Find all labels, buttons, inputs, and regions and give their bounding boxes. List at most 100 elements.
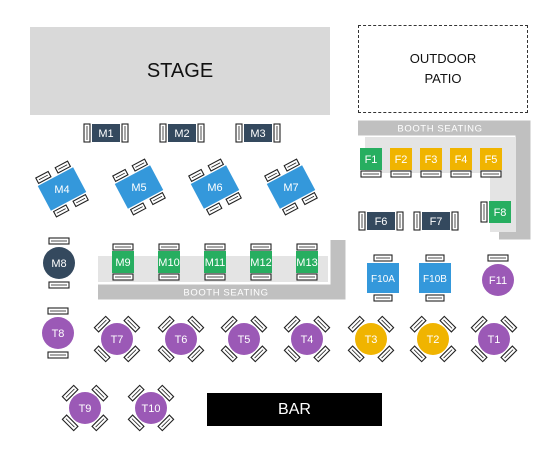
table-label: M3 <box>250 128 265 140</box>
table-top <box>417 323 449 355</box>
chair-rotated <box>61 384 79 402</box>
table-t6[interactable]: T6 <box>157 315 205 363</box>
chair-line <box>351 319 361 329</box>
table-top <box>266 165 316 209</box>
chair-line <box>381 349 391 359</box>
table-m9[interactable]: M9 <box>112 243 134 281</box>
table-f10b[interactable]: F10B <box>419 254 451 302</box>
booth-seating: BOOTH SEATING <box>98 240 346 300</box>
table-m2[interactable]: M2 <box>159 123 205 143</box>
chair-line <box>127 349 137 359</box>
table-top <box>168 124 196 142</box>
table-label: M9 <box>115 257 130 269</box>
chair-rotated <box>127 384 145 402</box>
chair-line <box>161 388 171 398</box>
table-m11[interactable]: M11 <box>204 243 226 281</box>
table-m6[interactable]: M6 <box>187 158 243 216</box>
chair-rotated <box>187 345 205 363</box>
chair-line <box>287 319 297 329</box>
table-top <box>478 323 510 355</box>
table-t7[interactable]: T7 <box>93 315 141 363</box>
table-top <box>360 148 382 170</box>
table-m5[interactable]: M5 <box>111 158 167 216</box>
table-m1[interactable]: M1 <box>83 123 129 143</box>
chair-rotated <box>439 345 457 363</box>
table-label: F5 <box>485 154 498 166</box>
table-m12[interactable]: M12 <box>250 243 272 281</box>
table-top <box>37 167 87 211</box>
table-t10[interactable]: T10 <box>127 384 175 432</box>
chair-line <box>317 319 327 329</box>
chair-rotated <box>157 345 175 363</box>
chair-rotated <box>220 315 238 333</box>
table-rotated <box>35 160 89 218</box>
patio-label: OUTDOOR PATIO <box>409 50 477 86</box>
table-m10[interactable]: M10 <box>158 243 180 281</box>
table-label: F6 <box>375 216 388 228</box>
table-f3[interactable]: F3 <box>420 148 442 178</box>
table-label: M2 <box>174 128 189 140</box>
chair-rotated <box>347 315 365 333</box>
table-f7[interactable]: F7 <box>413 211 459 231</box>
table-label: T6 <box>175 334 188 346</box>
table-f11[interactable]: F11 <box>482 254 514 296</box>
table-label: T3 <box>365 334 378 346</box>
table-t2[interactable]: T2 <box>409 315 457 363</box>
table-top <box>101 323 133 355</box>
chair-rotated <box>157 414 175 432</box>
chair-rotated <box>283 345 301 363</box>
table-f6[interactable]: F6 <box>358 211 404 231</box>
table-label: M7 <box>283 182 298 194</box>
chair-line <box>443 349 453 359</box>
table-t5[interactable]: T5 <box>220 315 268 363</box>
table-t9[interactable]: T9 <box>61 384 109 432</box>
table-t4[interactable]: T4 <box>283 315 331 363</box>
chair-line <box>267 172 277 179</box>
table-m7[interactable]: M7 <box>263 158 319 216</box>
chair-rotated <box>93 315 111 333</box>
stage: STAGE <box>30 27 330 115</box>
table-f5[interactable]: F5 <box>480 148 502 178</box>
table-f1[interactable]: F1 <box>360 148 382 178</box>
table-f4[interactable]: F4 <box>450 148 472 178</box>
table-m13[interactable]: M13 <box>296 243 318 281</box>
chair-rotated <box>157 384 175 402</box>
table-f2[interactable]: F2 <box>390 148 412 178</box>
table-top <box>482 264 514 296</box>
table-top <box>42 317 74 349</box>
table-t8[interactable]: T8 <box>42 307 74 359</box>
chair-line <box>504 349 514 359</box>
table-m8[interactable]: M8 <box>43 237 75 289</box>
table-label: M11 <box>205 257 226 269</box>
table-t1[interactable]: T1 <box>470 315 518 363</box>
chair-rotated <box>123 345 141 363</box>
table-t3[interactable]: T3 <box>347 315 395 363</box>
table-top <box>422 212 450 230</box>
table-top <box>135 392 167 424</box>
chair-line <box>413 319 423 329</box>
chair-line <box>97 319 107 329</box>
table-label: T1 <box>488 334 501 346</box>
chair-line <box>115 172 125 179</box>
outdoor-patio: OUTDOOR PATIO <box>358 25 528 113</box>
table-m4[interactable]: M4 <box>34 160 90 218</box>
table-m3[interactable]: M3 <box>235 123 281 143</box>
chair-line <box>254 319 264 329</box>
table-top <box>228 323 260 355</box>
table-f8[interactable]: F8 <box>480 201 511 223</box>
chair-rotated <box>409 315 427 333</box>
stage-label: STAGE <box>146 59 214 82</box>
chair-line <box>38 174 48 181</box>
table-top <box>480 148 502 170</box>
chair-line <box>474 349 484 359</box>
table-rotated <box>188 158 242 216</box>
table-f10a[interactable]: F10A <box>367 254 399 302</box>
chair-line <box>95 388 105 398</box>
chair-line <box>191 349 201 359</box>
table-top <box>291 323 323 355</box>
table-label: M10 <box>158 257 179 269</box>
chair-rotated <box>500 345 518 363</box>
chair-line <box>211 162 221 168</box>
chair-rotated <box>470 345 488 363</box>
table-top <box>420 148 442 170</box>
